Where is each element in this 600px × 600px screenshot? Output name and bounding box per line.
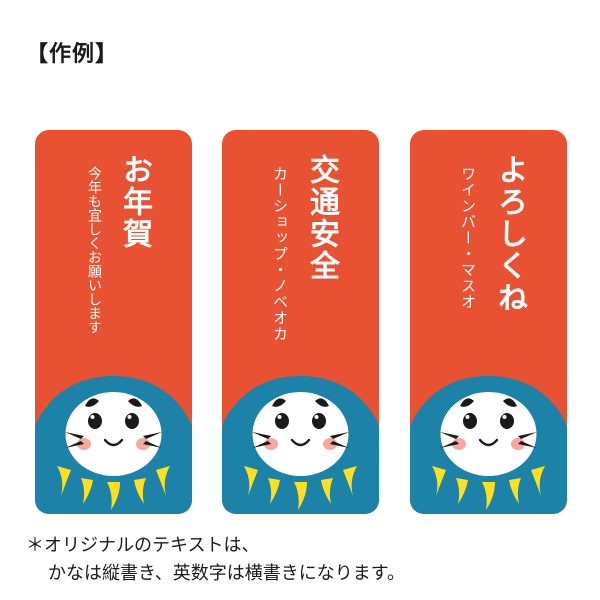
card-subtitle: ワインバー・マスオ bbox=[459, 166, 477, 310]
daruma-illustration bbox=[222, 130, 379, 514]
card-subtitle: カーショップ・ノベオカ bbox=[271, 166, 289, 342]
card-title: お年賀 bbox=[117, 154, 152, 250]
daruma-card-2: 交通安全 カーショップ・ノベオカ bbox=[222, 130, 379, 514]
footnote: ＊オリジナルのテキストは、 かなは縦書き、英数字は横書きになります。 bbox=[26, 532, 405, 588]
card-title: 交通安全 bbox=[304, 154, 339, 282]
footnote-line-1: ＊オリジナルのテキストは、 bbox=[26, 535, 260, 556]
footnote-line-2: かなは縦書き、英数字は横書きになります。 bbox=[48, 563, 405, 584]
daruma-illustration bbox=[35, 130, 192, 514]
daruma-card-3: よろしくね ワインバー・マスオ bbox=[410, 130, 567, 514]
daruma-illustration bbox=[410, 130, 567, 514]
page-title: 【作例】 bbox=[26, 42, 119, 67]
daruma-card-1: お年賀 今年も宜しくお願いします bbox=[35, 130, 192, 514]
card-subtitle: 今年も宜しくお願いします bbox=[86, 166, 102, 334]
card-title: よろしくね bbox=[492, 154, 527, 314]
